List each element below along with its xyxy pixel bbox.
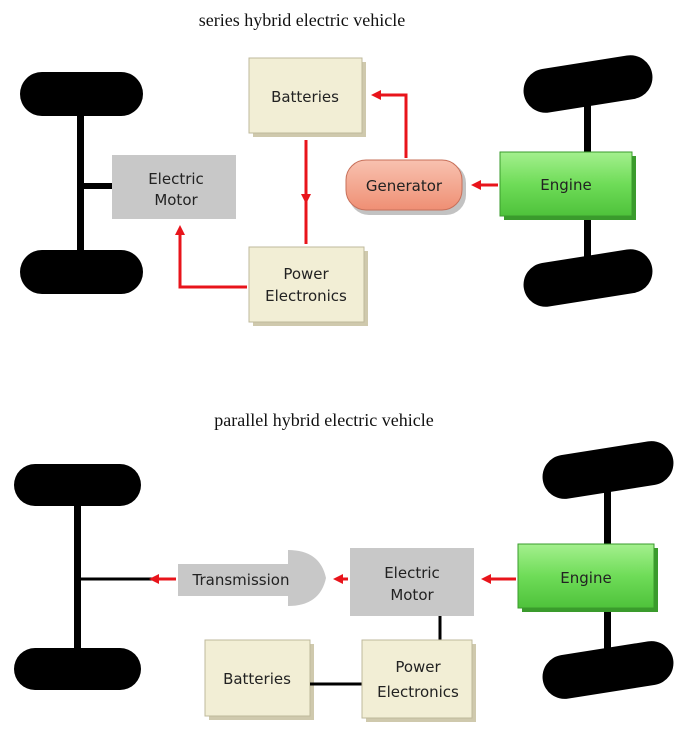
series-wheel-bottom-left (20, 250, 143, 294)
series-arrows (175, 90, 498, 289)
parallel-electric-motor-label-2: Motor (390, 586, 434, 604)
parallel-title: parallel hybrid electric vehicle (214, 410, 433, 430)
parallel-transmission-label: Transmission (192, 571, 290, 589)
series-arrow-generator-to-batteries (371, 90, 408, 158)
series-electric-motor-box: Electric Motor (112, 155, 236, 219)
parallel-wheel-bottom-right (542, 641, 674, 699)
series-wheel-bottom-right (523, 249, 653, 307)
parallel-electric-motor-box: Electric Motor (350, 548, 474, 616)
parallel-batteries-label: Batteries (223, 670, 291, 688)
parallel-wheel-bottom-left (14, 648, 141, 690)
series-power-electronics-box: Power Electronics (248, 246, 368, 326)
parallel-transmission-box: Transmission (178, 550, 326, 606)
series-electric-motor-label-2: Motor (154, 191, 198, 209)
series-title: series hybrid electric vehicle (199, 10, 405, 30)
series-engine-label: Engine (540, 176, 591, 194)
parallel-rear-axle (14, 464, 141, 690)
series-front-axle (523, 55, 653, 307)
series-batteries-box: Batteries (248, 57, 366, 137)
series-power-electronics-label-1: Power (283, 265, 329, 283)
series-power-electronics-label-2: Electronics (265, 287, 347, 305)
series-engine-box: Engine (499, 151, 636, 220)
parallel-power-electronics-box: Power Electronics (361, 639, 476, 722)
parallel-power-electronics-label-1: Power (395, 658, 441, 676)
series-wheel-top-left (20, 72, 143, 116)
series-batteries-label: Batteries (271, 88, 339, 106)
parallel-power-electronics-label-2: Electronics (377, 683, 459, 701)
parallel-wheel-top-right (542, 441, 674, 499)
parallel-wheel-top-left (14, 464, 141, 506)
parallel-engine-box: Engine (517, 543, 658, 612)
series-electric-motor-label-1: Electric (148, 170, 204, 188)
series-wheel-top-right (523, 55, 653, 113)
parallel-electric-motor-label-1: Electric (384, 564, 440, 582)
series-arrow-power-to-motor (175, 225, 247, 289)
parallel-axle-vertical (74, 490, 81, 665)
series-axle-horizontal (80, 183, 113, 189)
parallel-engine-label: Engine (560, 569, 611, 587)
parallel-batteries-box: Batteries (204, 639, 314, 720)
series-generator-box: Generator (345, 159, 466, 215)
series-rear-axle (20, 72, 143, 294)
series-generator-label: Generator (366, 177, 443, 195)
